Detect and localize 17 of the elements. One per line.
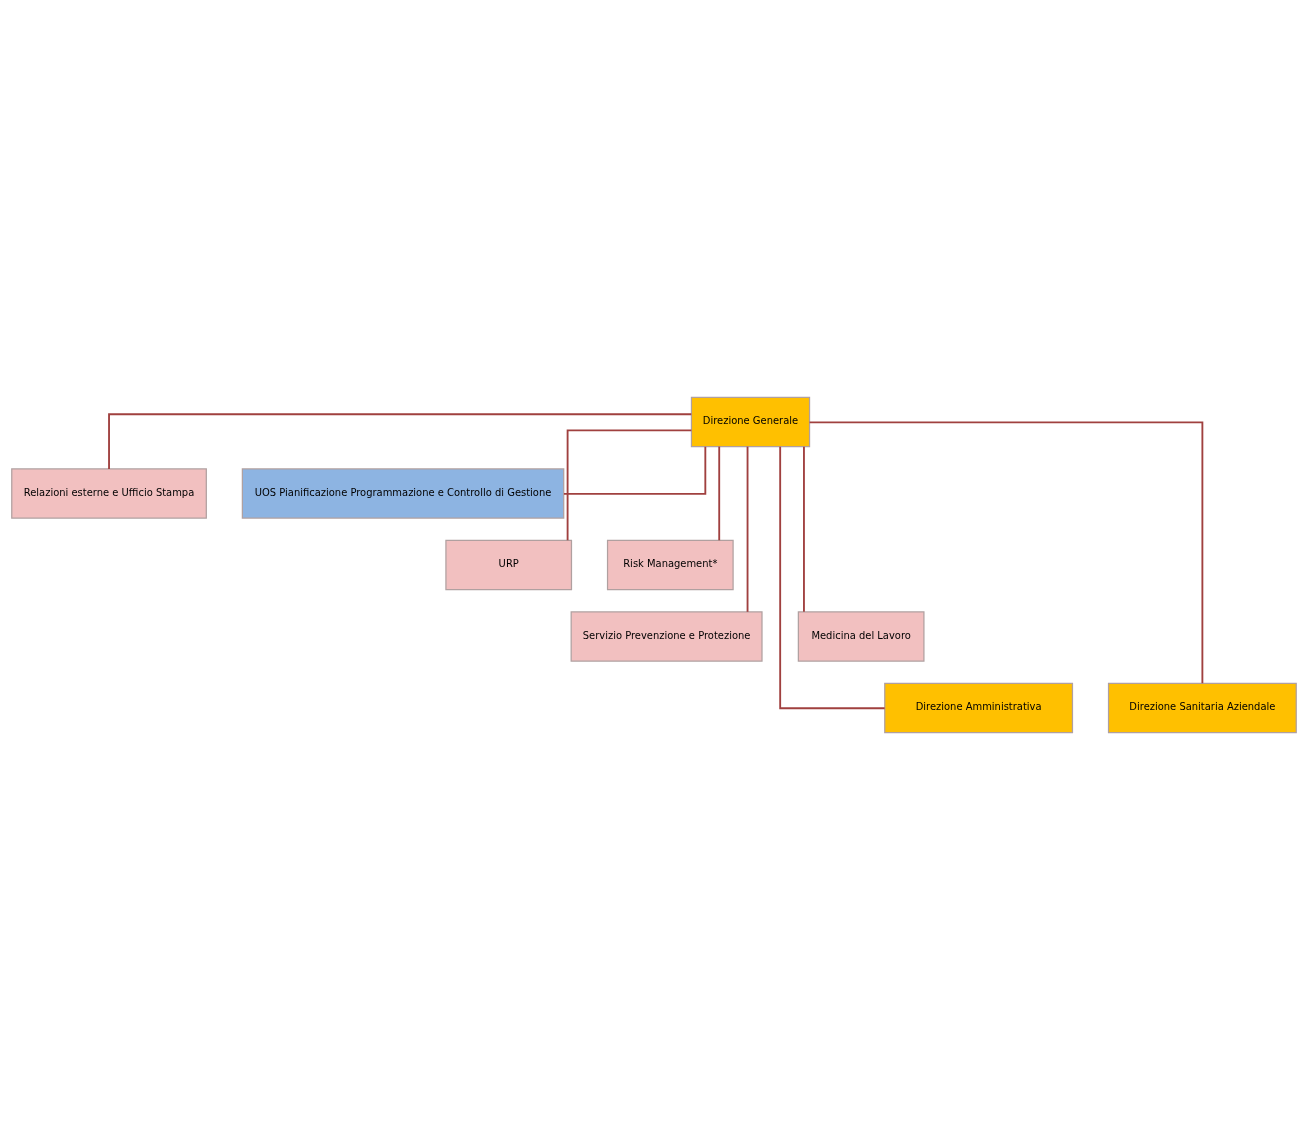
node-box: Risk Management* <box>606 539 734 591</box>
connector <box>808 421 1204 685</box>
connector <box>718 445 721 542</box>
node-box: UOS Pianificazione Programmazione e Controllo di Gestione <box>241 468 565 519</box>
node-box: Direzione Amministrativa <box>884 682 1074 734</box>
connector <box>779 445 886 710</box>
connector <box>803 445 805 613</box>
node-box: Direzione Sanitaria Aziendale <box>1107 682 1297 734</box>
node-box: Direzione Generale <box>690 396 811 448</box>
node-box: URP <box>445 539 573 591</box>
node-box: Servizio Prevenzione e Protezione <box>570 611 763 662</box>
node-box: Relazioni esterne e Ufficio Stampa <box>11 468 207 519</box>
connector <box>108 413 693 470</box>
node-box: Medicina del Lavoro <box>797 611 925 662</box>
connector <box>563 445 707 495</box>
connector <box>566 429 693 542</box>
connector <box>746 445 749 613</box>
